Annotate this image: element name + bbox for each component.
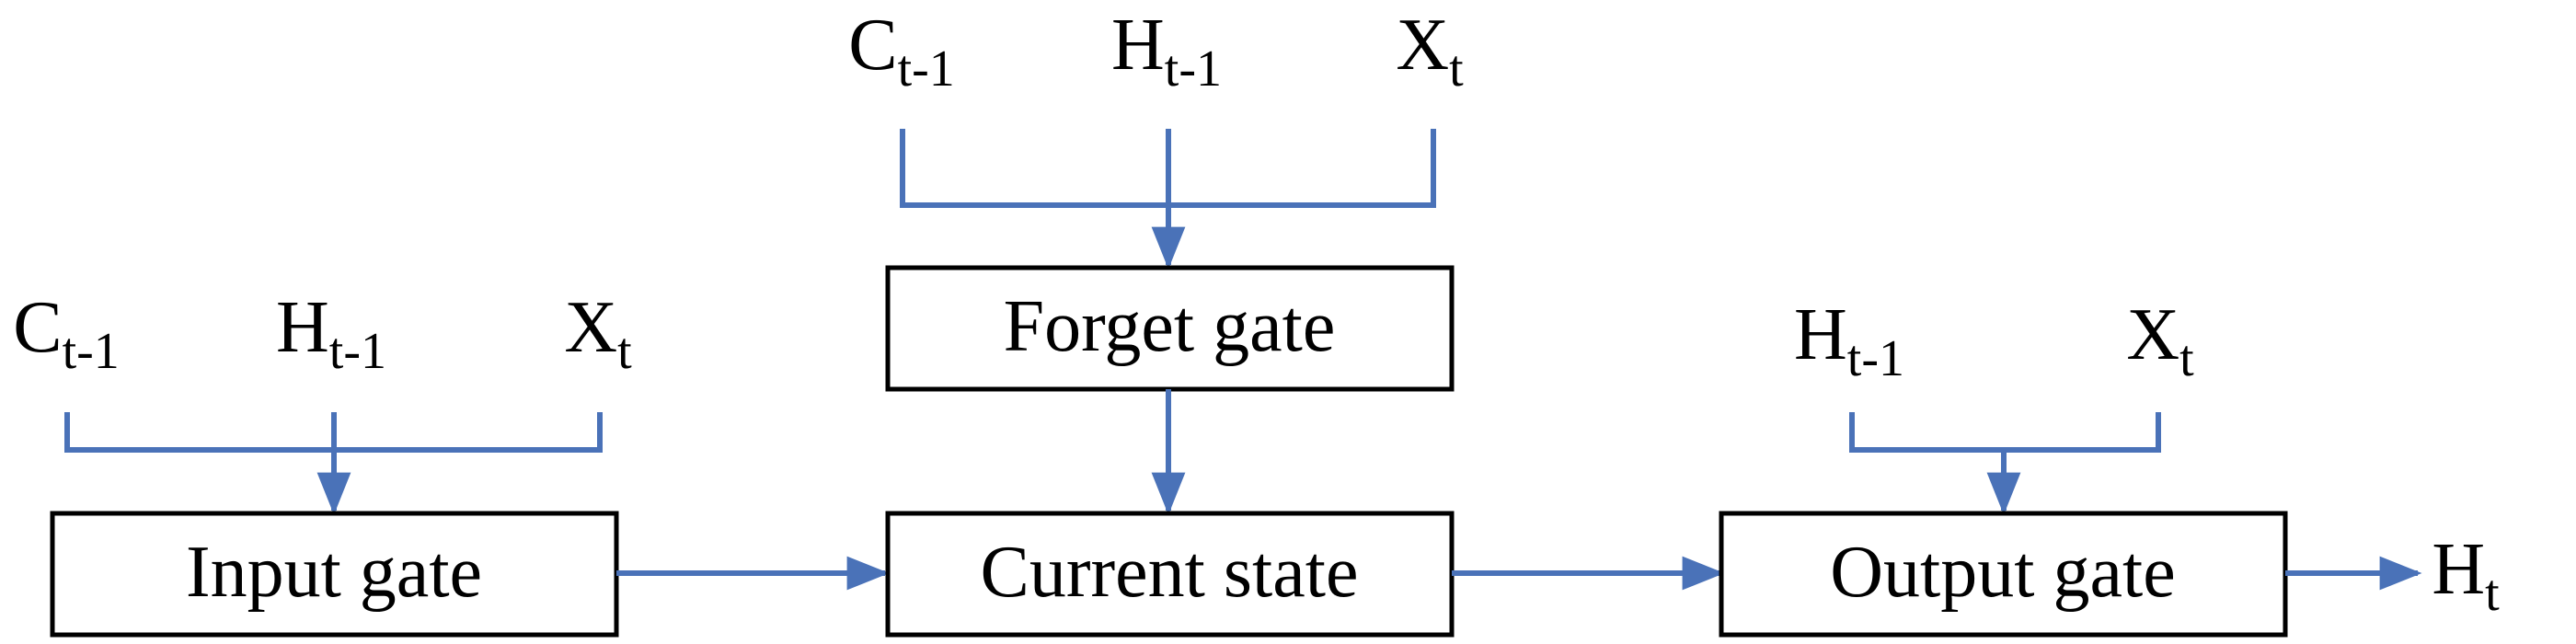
current-state-label: Current state <box>981 532 1359 613</box>
forget-gate-inputs: Ct-1 Ht-1 Xt <box>848 5 1464 98</box>
output-gate-label: Output gate <box>1830 532 2175 613</box>
output-input-x-curr: Xt <box>2126 294 2194 387</box>
output-gate-input-bracket <box>1849 412 2161 453</box>
current-state-box: Current state <box>885 511 1455 638</box>
output-h-curr: Ht <box>2432 529 2500 622</box>
input-gate-inputs: Ct-1 Ht-1 Xt <box>13 287 632 380</box>
forget-gate-rect <box>885 265 1455 392</box>
input-gate-rect <box>50 511 619 638</box>
input-gate-box: Input gate <box>50 511 619 638</box>
forget-gate-label: Forget gate <box>1004 286 1336 367</box>
forget-input-c-prev: Ct-1 <box>848 5 955 98</box>
input-input-x-curr: Xt <box>564 287 632 380</box>
forget-gate-box: Forget gate <box>885 265 1455 392</box>
output-input-h-prev: Ht-1 <box>1794 294 1904 387</box>
output-gate-inputs: Ht-1 Xt <box>1794 294 2194 387</box>
input-gate-label: Input gate <box>186 532 482 613</box>
forget-input-x-curr: Xt <box>1396 5 1464 98</box>
output-gate-box: Output gate <box>1719 511 2288 638</box>
input-input-h-prev: Ht-1 <box>276 287 386 380</box>
forget-input-h-prev: Ht-1 <box>1111 5 1222 98</box>
input-input-c-prev: Ct-1 <box>13 287 120 380</box>
